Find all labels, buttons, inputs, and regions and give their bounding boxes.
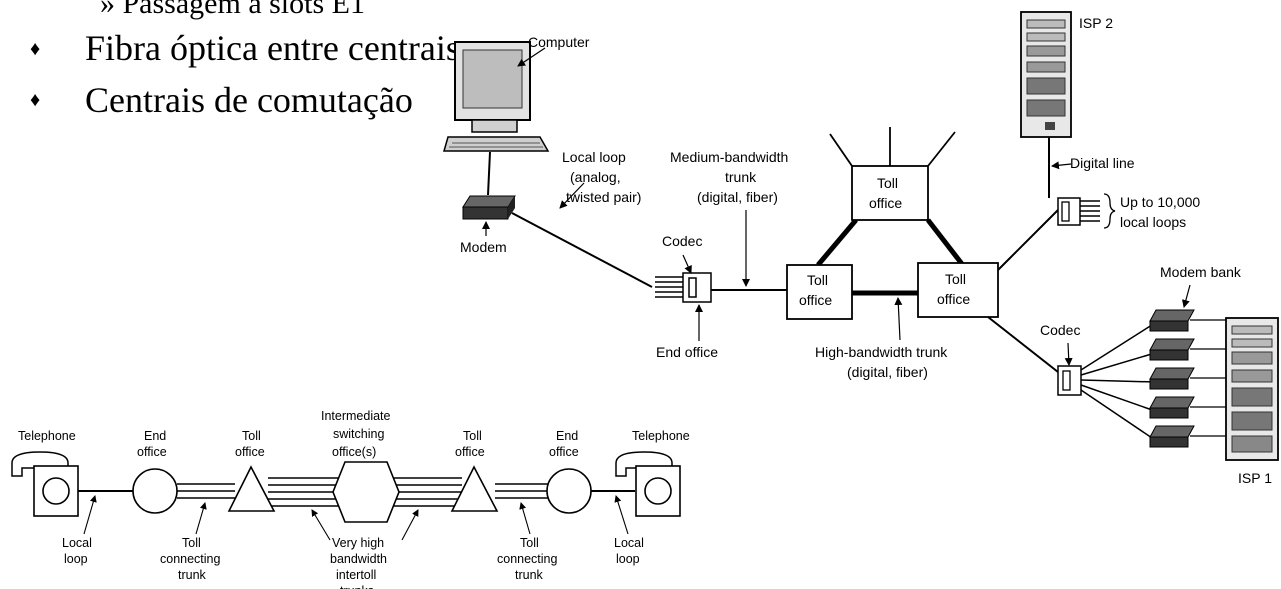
local-loop-right-label-2: loop xyxy=(616,552,640,566)
modem-bank-label: Modem bank xyxy=(1160,264,1242,280)
medium-trunk-label-1: Medium-bandwidth xyxy=(670,149,788,165)
toll-right-label-1: Toll xyxy=(945,271,966,287)
isp2-local-loops-icon xyxy=(1057,193,1116,229)
bullet-centrais: ♦ Centrais de comutação xyxy=(30,76,460,128)
local-loop-left-label-1: Local xyxy=(62,536,92,550)
diamond-bullet-icon: ♦ xyxy=(30,37,41,60)
medium-trunk-label-2: trunk xyxy=(725,169,757,185)
toll-top-label-2: office xyxy=(869,195,902,211)
telephone-left-icon xyxy=(11,451,79,517)
toll-office-right-triangle xyxy=(450,465,499,512)
bullet-list: » Passagem a slots E1 ♦ Fibra óptica entr… xyxy=(30,0,460,127)
end-office-left-label-1: End xyxy=(144,429,166,443)
isp2-label: ISP 2 xyxy=(1079,15,1113,31)
toll-office-top-box xyxy=(851,165,929,221)
modem-label: Modem xyxy=(460,239,507,255)
telephone-right-icon xyxy=(615,451,681,517)
toll-connecting-right-label-2: connecting xyxy=(497,552,558,566)
end-office-label: End office xyxy=(656,344,718,360)
end-office-left-circle xyxy=(132,468,178,514)
toll-office-right-box xyxy=(917,262,999,318)
intermediate-label-2: switching xyxy=(333,427,384,441)
bullet-text-centrais: Centrais de comutação xyxy=(85,79,413,120)
intermediate-label-3: office(s) xyxy=(332,445,376,459)
end-office-codec-icon xyxy=(655,272,712,303)
local-loop-label-3: twisted pair) xyxy=(566,189,641,205)
local-loop-left-label-2: loop xyxy=(64,552,88,566)
codec-right-label: Codec xyxy=(1040,322,1080,338)
up-to-label-1: Up to 10,000 xyxy=(1120,194,1200,210)
sub-bullet-e1: » Passagem a slots E1 xyxy=(100,0,365,20)
isp2-server-icon xyxy=(1020,11,1072,138)
bullet-fibra: ♦ Fibra óptica entre centrais xyxy=(30,24,460,76)
telephone-left-label: Telephone xyxy=(18,429,76,443)
isp1-label: ISP 1 xyxy=(1238,470,1272,486)
very-high-label-3: intertoll xyxy=(336,568,376,582)
toll-connecting-right-label-1: Toll xyxy=(520,536,539,550)
computer-icon xyxy=(443,41,550,152)
up-to-label-2: local loops xyxy=(1120,214,1186,230)
toll-connecting-left-label-3: trunk xyxy=(178,568,207,582)
toll-office-right-label-2: office xyxy=(455,445,485,459)
toll-office-left-triangle xyxy=(227,465,276,512)
computer-label: Computer xyxy=(528,34,590,50)
end-office-left-label-2: office xyxy=(137,445,167,459)
toll-connecting-left-label-1: Toll xyxy=(182,536,201,550)
diamond-bullet-icon: ♦ xyxy=(30,89,41,112)
telephone-right-label: Telephone xyxy=(632,429,690,443)
modem-icon xyxy=(462,195,516,220)
high-trunk-label-1: High-bandwidth trunk xyxy=(815,344,948,360)
end-office-right-label-1: End xyxy=(556,429,578,443)
toll-office-right-label-1: Toll xyxy=(463,429,482,443)
intermediate-office-hexagon xyxy=(332,461,400,523)
high-trunk-label-2: (digital, fiber) xyxy=(847,364,928,380)
toll-office-left-label-2: office xyxy=(235,445,265,459)
end-office-right-circle xyxy=(546,468,592,514)
very-high-label-1: Very high xyxy=(332,536,384,550)
toll-connecting-right-label-3: trunk xyxy=(515,568,544,582)
toll-office-left-box xyxy=(786,264,853,320)
toll-office-left-label-1: Toll xyxy=(242,429,261,443)
very-high-label-2: bandwidth xyxy=(330,552,387,566)
codec-right-icon xyxy=(1057,322,1156,441)
local-loop-label-1: Local loop xyxy=(562,149,626,165)
isp1-server-icon xyxy=(1225,317,1279,461)
digital-line-label: Digital line xyxy=(1070,155,1135,171)
toll-right-label-2: office xyxy=(937,291,970,307)
medium-trunk-label-3: (digital, fiber) xyxy=(697,189,778,205)
bullet-text-fibra: Fibra óptica entre centrais xyxy=(85,28,460,68)
very-high-label-4: trunks xyxy=(340,584,374,589)
intermediate-label-1: Intermediate xyxy=(321,409,391,423)
codec-left-label: Codec xyxy=(662,233,702,249)
end-office-right-label-2: office xyxy=(549,445,579,459)
toll-connecting-left-label-2: connecting xyxy=(160,552,221,566)
toll-left-label-2: office xyxy=(799,292,832,308)
toll-top-label-1: Toll xyxy=(877,175,898,191)
toll-left-label-1: Toll xyxy=(807,272,828,288)
local-loop-label-2: (analog, xyxy=(570,169,621,185)
local-loop-right-label-1: Local xyxy=(614,536,644,550)
